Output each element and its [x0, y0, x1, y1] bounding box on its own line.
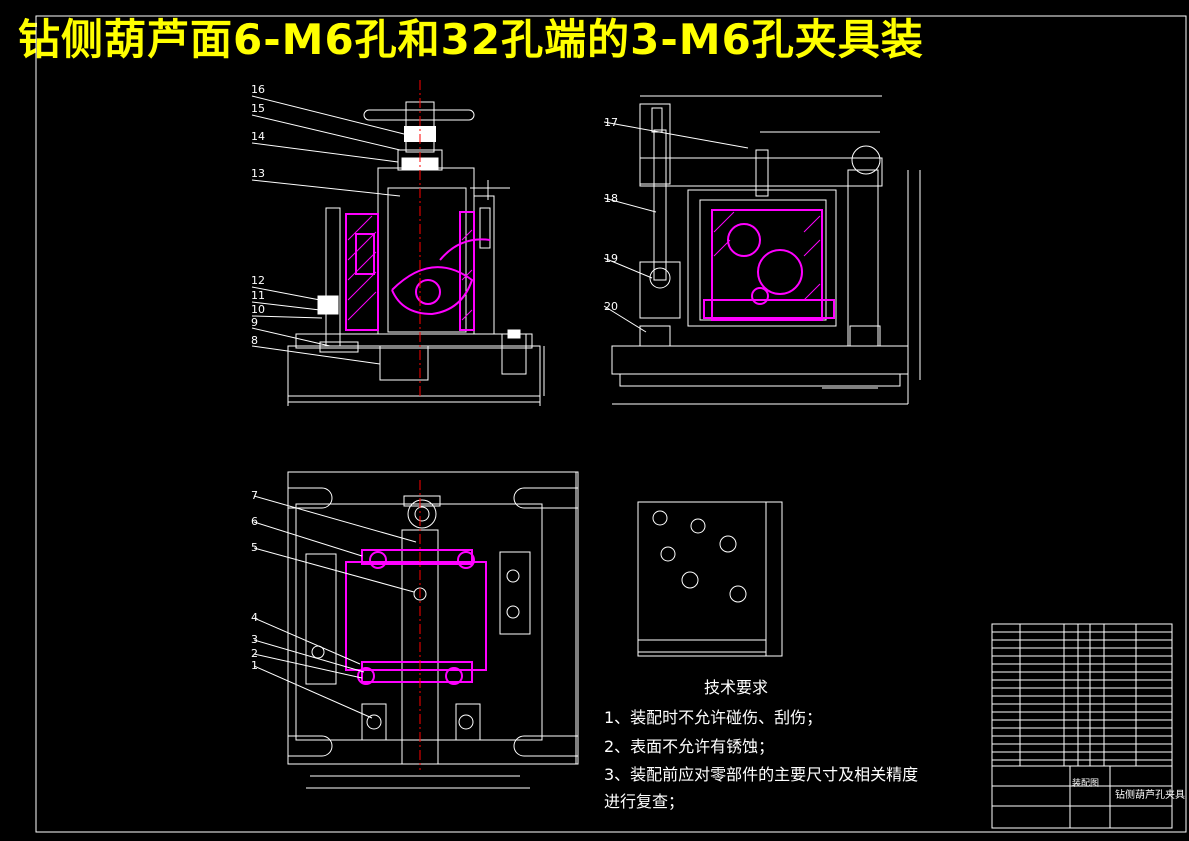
balloon-11: 11 — [251, 289, 265, 302]
balloon-20: 20 — [604, 300, 618, 313]
balloon-15: 15 — [251, 102, 265, 115]
detail-view — [637, 501, 783, 657]
balloon-5: 5 — [251, 541, 258, 554]
balloon-12: 12 — [251, 274, 265, 287]
balloon-7: 7 — [251, 489, 258, 502]
balloon-14: 14 — [251, 130, 265, 143]
balloon-18: 18 — [604, 192, 618, 205]
balloon-8: 8 — [251, 334, 258, 347]
balloon-9: 9 — [251, 316, 258, 329]
side-view-highlight — [703, 209, 835, 321]
balloon-10: 10 — [251, 303, 265, 316]
balloon-3: 3 — [251, 633, 258, 646]
drawing-border — [35, 15, 1187, 833]
balloon-labels: 16 15 14 13 12 11 10 9 8 17 18 19 20 7 6… — [251, 83, 618, 672]
balloon-4: 4 — [251, 611, 258, 624]
tech-requirement-3: 3、装配前应对零部件的主要尺寸及相关精度 — [604, 765, 919, 784]
top-view-highlight — [345, 549, 487, 685]
top-view-leaders — [253, 495, 417, 719]
balloon-6: 6 — [251, 515, 258, 528]
side-view-hatch — [713, 211, 821, 301]
page-title: 钻侧葫芦面6-M6孔和32孔端的3-M6孔夹具装 — [18, 15, 924, 64]
tech-requirement-2: 2、表面不允许有锈蚀； — [604, 737, 775, 756]
tech-requirement-3-cont: 进行复查； — [604, 792, 685, 811]
tech-requirement-1: 1、装配时不允许碰伤、刮伤； — [604, 708, 823, 727]
title-block — [991, 623, 1173, 829]
side-view — [611, 95, 921, 405]
balloon-13: 13 — [251, 167, 265, 180]
side-view-leaders — [603, 121, 749, 333]
balloon-1: 1 — [251, 659, 258, 672]
title-block-name: 钻侧葫芦孔夹具 — [1115, 790, 1185, 801]
front-view — [287, 101, 545, 406]
front-view-leaders — [251, 95, 405, 365]
balloon-2: 2 — [251, 647, 258, 660]
front-view-hatch — [347, 215, 473, 321]
title-block-drawing-type: 装配图 — [1072, 779, 1100, 789]
tech-requirements-heading: 技术要求 — [704, 678, 769, 697]
top-view — [287, 471, 579, 789]
balloon-17: 17 — [604, 116, 618, 129]
balloon-19: 19 — [604, 252, 618, 265]
front-view-highlight — [345, 211, 491, 331]
balloon-16: 16 — [251, 83, 265, 96]
